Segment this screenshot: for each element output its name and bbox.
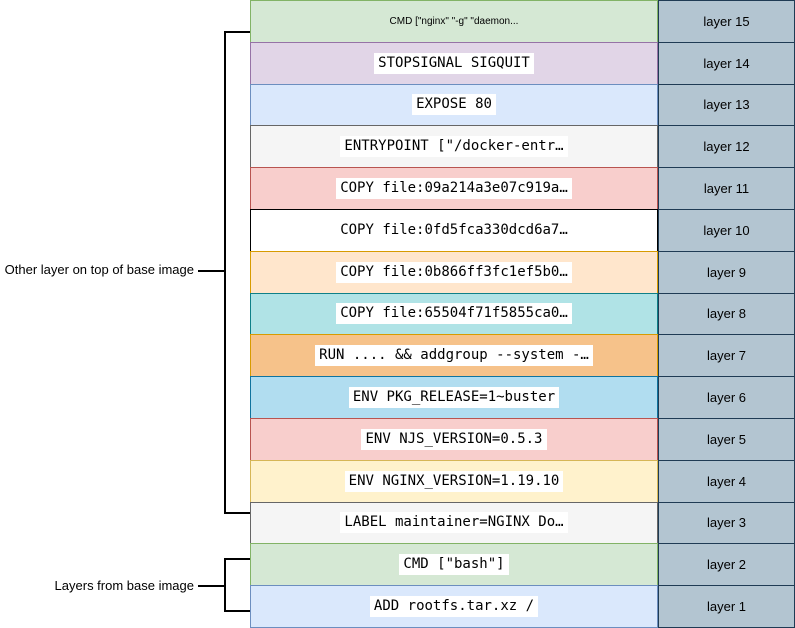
layer-index-cell-layer-1: layer 1 (658, 585, 795, 628)
layer-index-label: layer 13 (703, 97, 750, 113)
layer-index-cell-layer-7: layer 7 (658, 334, 795, 378)
layer-index-column: layer 15 layer 14 layer 13 layer 12 layer 11… (658, 0, 795, 628)
layer-index-label: layer 8 (706, 306, 747, 322)
bracket-base-layers-vertical-line (224, 558, 226, 612)
layer-index-cell-layer-6: layer 6 (658, 376, 795, 419)
bracket-other-layers-top-stub-line (224, 31, 250, 33)
layer-row-layer-1: ADD rootfs.tar.xz / (250, 585, 658, 628)
bracket-base-layers-bottom-stub-line (224, 610, 250, 612)
layer-index-label: layer 5 (706, 431, 747, 447)
layer-command-text: ENV NJS_VERSION=0.5.3 (361, 428, 547, 450)
layer-row-layer-11: COPY file:09a214a3e07c919a… (250, 167, 658, 210)
layer-index-label: layer 7 (706, 348, 747, 364)
layer-command-text: LABEL maintainer=NGINX Do… (340, 512, 568, 534)
layer-row-layer-15: CMD ["nginx" "-g" "daemon... (250, 0, 658, 43)
layer-index-cell-layer-9: layer 9 (658, 250, 795, 294)
layer-command-stack: CMD ["nginx" "-g" "daemon... STOPSIGNAL S… (250, 0, 658, 628)
layer-row-layer-13: EXPOSE 80 (250, 83, 658, 127)
layer-index-label: layer 10 (703, 222, 750, 238)
layer-command-text: CMD ["bash"] (399, 554, 509, 576)
layer-command-text: COPY file:0fd5fca330dcd6a7… (336, 219, 572, 241)
layer-index-cell-layer-3: layer 3 (658, 501, 795, 545)
layer-index-cell-layer-13: layer 13 (658, 83, 795, 127)
layer-index-label: layer 11 (703, 181, 750, 197)
layer-index-cell-layer-12: layer 12 (658, 125, 795, 169)
layer-index-label: layer 6 (706, 390, 747, 406)
layer-command-text: COPY file:65504f71f5855ca0… (336, 303, 572, 325)
layer-index-cell-layer-4: layer 4 (658, 459, 795, 503)
bracket-other-layers-vertical-line (224, 31, 226, 514)
layer-row-layer-8: COPY file:65504f71f5855ca0… (250, 292, 658, 336)
layer-index-label: layer 9 (706, 264, 747, 280)
layer-row-layer-2: CMD ["bash"] (250, 543, 658, 587)
layer-row-layer-14: STOPSIGNAL SIGQUIT (250, 41, 658, 85)
layer-index-cell-layer-2: layer 2 (658, 543, 795, 587)
layer-index-label: layer 12 (703, 139, 750, 155)
annotation-base-layers-label: Layers from base image (54, 578, 194, 593)
layer-index-label: layer 3 (706, 515, 747, 531)
layer-row-layer-12: ENTRYPOINT ["/docker-entr… (250, 125, 658, 169)
layer-row-layer-7: RUN .... && addgroup --system -… (250, 334, 658, 378)
layer-row-layer-3: LABEL maintainer=NGINX Do… (250, 501, 658, 545)
layer-command-text: COPY file:09a214a3e07c919a… (336, 178, 572, 200)
layer-row-layer-9: COPY file:0b866ff3fc1ef5b0… (250, 250, 658, 294)
layer-index-cell-layer-15: layer 15 (658, 0, 795, 43)
layer-command-text: ENTRYPOINT ["/docker-entr… (340, 136, 568, 158)
layer-row-layer-6: ENV PKG_RELEASE=1~buster (250, 376, 658, 419)
layer-index-cell-layer-8: layer 8 (658, 292, 795, 336)
layer-index-label: layer 15 (703, 13, 750, 29)
layer-row-layer-5: ENV NJS_VERSION=0.5.3 (250, 417, 658, 461)
layer-command-text: ENV PKG_RELEASE=1~buster (348, 387, 560, 409)
annotation-other-layers-label: Other layer on top of base image (4, 262, 194, 277)
layer-command-text: CMD ["nginx" "-g" "daemon... (389, 15, 519, 27)
layer-index-label: layer 14 (703, 55, 750, 71)
layer-index-label: layer 1 (706, 599, 747, 615)
layer-command-text: ADD rootfs.tar.xz / (369, 596, 539, 618)
layer-index-cell-layer-10: layer 10 (658, 208, 795, 252)
layer-row-layer-4: ENV NGINX_VERSION=1.19.10 (250, 459, 658, 503)
layer-command-text: STOPSIGNAL SIGQUIT (374, 52, 534, 74)
bracket-other-layers-connector-line (198, 270, 226, 272)
layer-index-cell-layer-5: layer 5 (658, 417, 795, 461)
layer-command-text: EXPOSE 80 (412, 94, 496, 116)
layer-index-cell-layer-14: layer 14 (658, 41, 795, 85)
layer-index-cell-layer-11: layer 11 (658, 167, 795, 210)
bracket-base-layers-connector-line (198, 585, 226, 587)
bracket-base-layers-top-stub-line (224, 558, 250, 560)
layer-command-text: COPY file:0b866ff3fc1ef5b0… (336, 261, 572, 283)
layer-index-label: layer 4 (706, 473, 747, 489)
layer-row-layer-10: COPY file:0fd5fca330dcd6a7… (250, 208, 658, 252)
layer-command-text: ENV NGINX_VERSION=1.19.10 (344, 470, 564, 492)
layer-index-label: layer 2 (706, 557, 747, 573)
bracket-other-layers-bottom-stub-line (224, 512, 250, 514)
layer-command-text: RUN .... && addgroup --system -… (315, 345, 593, 367)
